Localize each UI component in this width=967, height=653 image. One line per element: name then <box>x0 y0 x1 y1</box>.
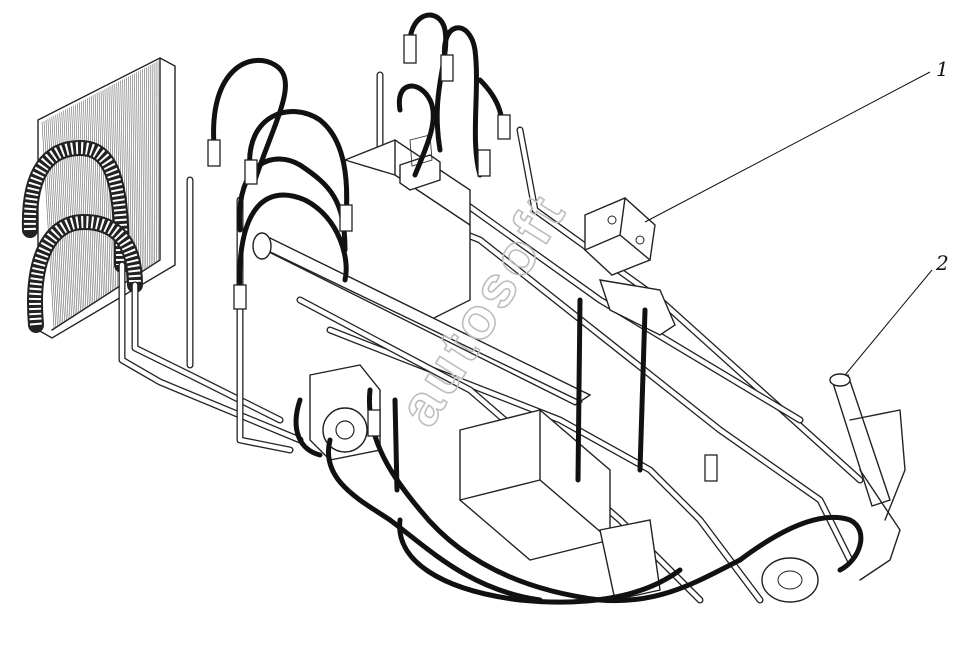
oil-cooler <box>37 57 176 339</box>
pump-unit <box>309 364 381 461</box>
hose-fittings <box>207 34 718 482</box>
component-2-cylinder <box>829 373 906 581</box>
callout-2-label: 2 <box>935 251 949 275</box>
distribution-valve <box>459 409 661 601</box>
callout-1-label: 1 <box>936 57 949 81</box>
steering-cylinder <box>252 232 592 406</box>
component-1-valve <box>584 197 676 336</box>
hydraulic-tank <box>344 134 471 326</box>
cooler-corrugated-hoses <box>21 139 143 333</box>
flexible-hoses <box>211 12 864 605</box>
rotary-unit <box>761 557 819 603</box>
callout-2: 2 <box>844 251 949 376</box>
callout-1: 1 <box>644 57 949 223</box>
